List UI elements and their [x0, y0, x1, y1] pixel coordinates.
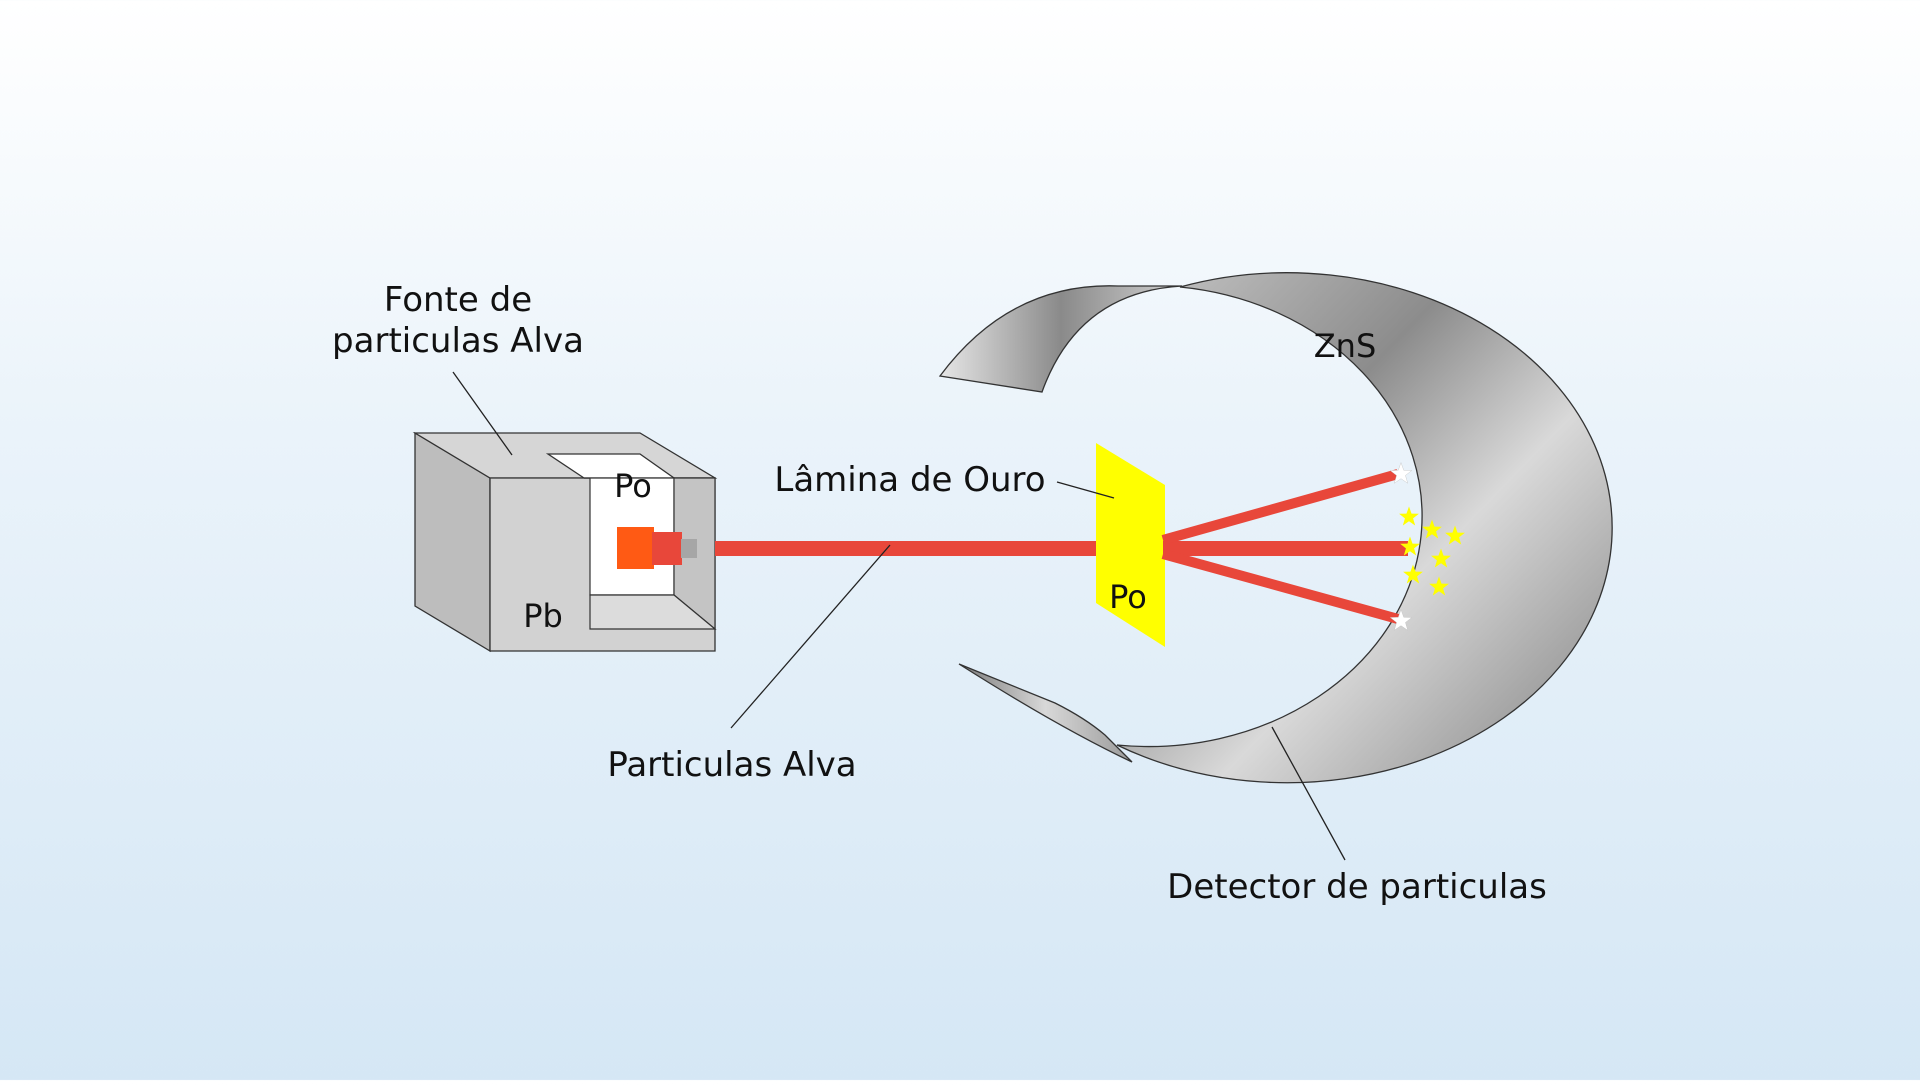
- po-box-label: Po: [614, 467, 652, 505]
- zns-label: ZnS: [1314, 327, 1377, 365]
- leader-lines: [452, 371, 1346, 861]
- alpha-beam: [715, 541, 1165, 556]
- source-nozzle: [681, 539, 697, 558]
- star-icon: [1399, 506, 1419, 526]
- detector-label: Detector de particulas: [1167, 867, 1547, 907]
- pb-block-label: Pb: [523, 597, 563, 635]
- foil-po-label: Po: [1109, 578, 1147, 616]
- source-label-line2: particulas Alva: [332, 321, 584, 361]
- alpha-particles-label: Particulas Alva: [607, 745, 856, 785]
- gold-foil: [1096, 443, 1165, 647]
- gold-foil-label: Lâmina de Ouro: [774, 460, 1045, 500]
- deflected-beams: [1161, 469, 1408, 624]
- detector-ring: [1116, 272, 1613, 784]
- detector-upper-flap: [938, 285, 1183, 393]
- polonium-source: [617, 527, 654, 569]
- source-collimator: [652, 532, 682, 565]
- source-label-line1: Fonte de: [384, 280, 532, 320]
- particle-detector: [938, 272, 1613, 784]
- lead-source-block: [412, 431, 718, 653]
- detector-lower-flap: [958, 663, 1133, 763]
